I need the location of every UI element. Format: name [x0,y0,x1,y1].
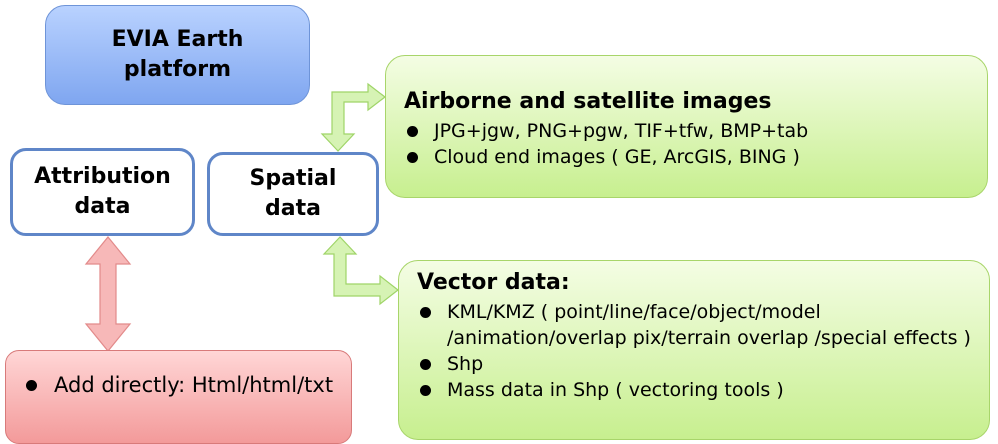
spatial-label-line1: Spatial [249,166,337,191]
platform-title-line1: EVIA Earth [111,27,244,52]
vector-list: KML/KMZ ( point/line/face/object/model /… [417,299,971,403]
list-item-text: Shp [447,353,484,375]
spatial-data-box: Spatial data [207,152,379,236]
bullet-icon [407,126,418,137]
images-list: JPG+jgw, PNG+pgw, TIF+tfw, BMP+tab Cloud… [404,118,969,170]
platform-title-line2: platform [123,57,232,82]
bullet-icon [420,307,431,318]
bullet-icon [420,385,431,396]
platform-box: EVIA Earth platform [45,5,310,105]
list-item-text: KML/KMZ ( point/line/face/object/model /… [447,301,971,349]
list-item-text: Add directly: Html/html/txt [54,373,334,397]
list-item-text: Cloud end images ( GE, ArcGIS, BING ) [434,146,800,168]
direct-add-box: Add directly: Html/html/txt [5,350,352,444]
attribution-direct-arrow [84,236,132,352]
list-item-text: Mass data in Shp ( vectoring tools ) [447,379,784,401]
list-item: JPG+jgw, PNG+pgw, TIF+tfw, BMP+tab [404,118,969,144]
attribution-label-line1: Attribution [34,164,171,189]
vector-box: Vector data: KML/KMZ ( point/line/face/o… [398,260,990,440]
spatial-label-line2: data [265,196,321,221]
direct-list: Add directly: Html/html/txt [20,371,337,399]
list-item: KML/KMZ ( point/line/face/object/model /… [417,299,971,351]
list-item: Cloud end images ( GE, ArcGIS, BING ) [404,144,969,170]
list-item: Shp [417,351,971,377]
spatial-vector-arrow [322,236,399,306]
bullet-icon [407,152,418,163]
attribution-label-line2: data [74,194,131,219]
bullet-icon [420,359,431,370]
bullet-icon [26,380,37,391]
list-item: Add directly: Html/html/txt [20,371,337,399]
vector-heading: Vector data: [417,270,570,295]
list-item-text: JPG+jgw, PNG+pgw, TIF+tfw, BMP+tab [434,120,809,142]
list-item: Mass data in Shp ( vectoring tools ) [417,377,971,403]
images-heading: Airborne and satellite images [404,89,772,114]
spatial-images-arrow [320,82,386,152]
attribution-data-box: Attribution data [10,148,195,236]
images-box: Airborne and satellite images JPG+jgw, P… [385,55,988,198]
